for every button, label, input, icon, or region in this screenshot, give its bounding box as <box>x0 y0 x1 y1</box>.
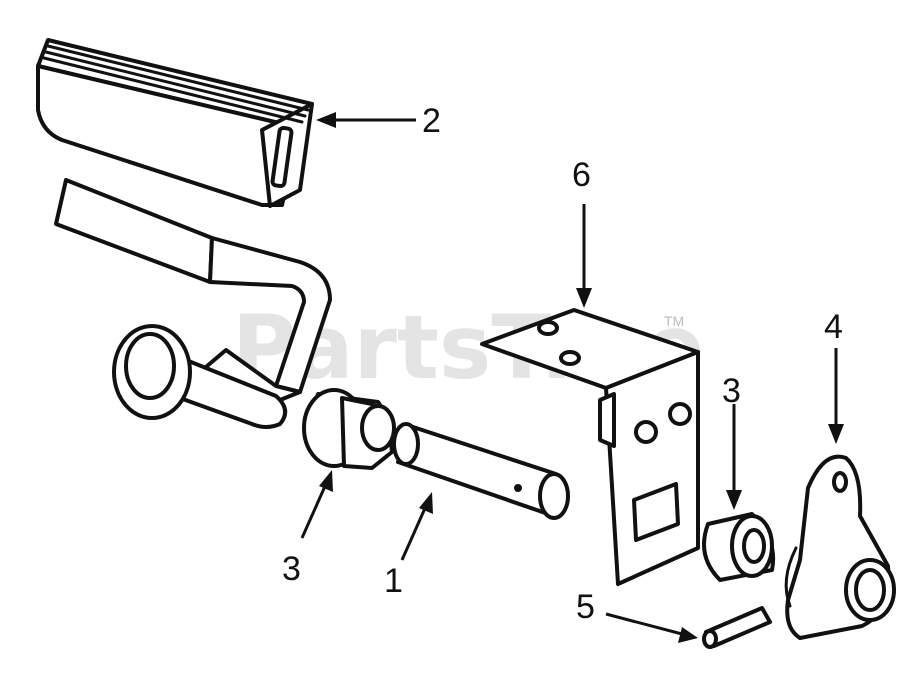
callout-bushing-left: 3 <box>282 550 301 588</box>
bushing-left-part <box>302 388 396 470</box>
callout-pedal-pad: 2 <box>422 102 441 140</box>
pin-part <box>392 422 570 520</box>
leader-lines <box>300 112 844 643</box>
bracket-part <box>480 308 700 586</box>
callout-bracket: 6 <box>572 156 591 194</box>
bushing-right-part <box>702 512 776 582</box>
roll-pin-part <box>702 606 772 649</box>
pedal-pad-part <box>36 38 314 208</box>
callout-pin: 1 <box>384 562 403 600</box>
pedal-arm-part <box>54 178 332 429</box>
callout-labels: 2 6 4 3 3 1 5 <box>282 102 843 626</box>
callout-link-plate: 4 <box>824 308 843 346</box>
callout-roll-pin: 5 <box>576 588 595 626</box>
link-plate-part <box>784 454 896 640</box>
watermark-trademark: TM <box>664 313 684 329</box>
callout-bushing-right: 3 <box>722 372 741 410</box>
